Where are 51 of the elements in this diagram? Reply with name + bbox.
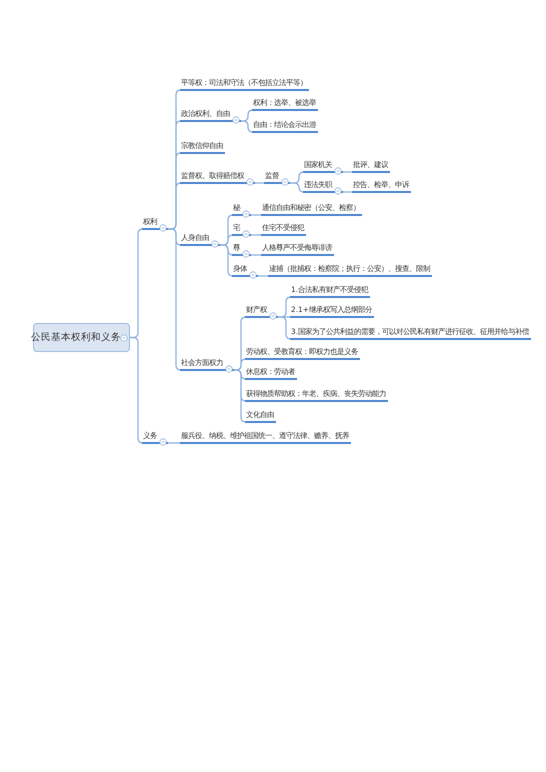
connector-line	[343, 191, 352, 193]
topic-label	[180, 358, 234, 371]
topic-label	[303, 180, 343, 193]
topic-label	[232, 243, 251, 256]
connector-line	[278, 316, 292, 340]
topic-label	[252, 98, 318, 111]
connector-line	[168, 228, 182, 371]
topic-label	[245, 389, 388, 402]
topic-label	[264, 171, 290, 184]
topic-label	[180, 109, 241, 122]
topic-label	[180, 233, 220, 246]
connector-line	[241, 120, 254, 133]
topic-label	[290, 327, 532, 340]
connector-line	[343, 171, 352, 173]
connector-line	[290, 182, 305, 193]
topic-label	[352, 160, 390, 173]
topic-label	[180, 78, 309, 91]
topic-label	[232, 203, 251, 216]
topic-label	[180, 431, 351, 444]
topic-label	[180, 141, 225, 154]
topic-label	[252, 120, 318, 133]
connector-line	[251, 254, 261, 256]
topic-label	[290, 305, 374, 318]
connector-line	[241, 109, 254, 122]
topic-label	[232, 264, 258, 277]
topic-label	[261, 223, 306, 236]
connector-line	[251, 214, 261, 216]
topic-label	[232, 223, 251, 236]
connector-line	[220, 244, 234, 277]
topic-label	[261, 243, 334, 256]
topic-label	[245, 305, 278, 318]
topic-label	[245, 410, 276, 423]
central-topic-text: 公民基本权利和义务	[31, 331, 121, 344]
connector-line	[168, 442, 180, 444]
topic-label	[180, 171, 255, 184]
topic-label	[303, 160, 343, 173]
topic-label	[268, 264, 432, 277]
topic-label	[261, 203, 362, 216]
connector-line	[234, 358, 247, 371]
topic-label	[352, 180, 411, 193]
connector-line	[234, 369, 247, 423]
topic-label	[142, 431, 168, 444]
connector-line	[255, 182, 264, 184]
connector-line	[258, 275, 268, 277]
topic-label	[245, 347, 360, 360]
central-topic	[33, 323, 130, 352]
topic-label	[142, 217, 168, 230]
topic-label	[290, 285, 370, 298]
topic-label	[245, 367, 297, 380]
connector-line	[251, 234, 261, 236]
connector-line	[130, 336, 144, 444]
